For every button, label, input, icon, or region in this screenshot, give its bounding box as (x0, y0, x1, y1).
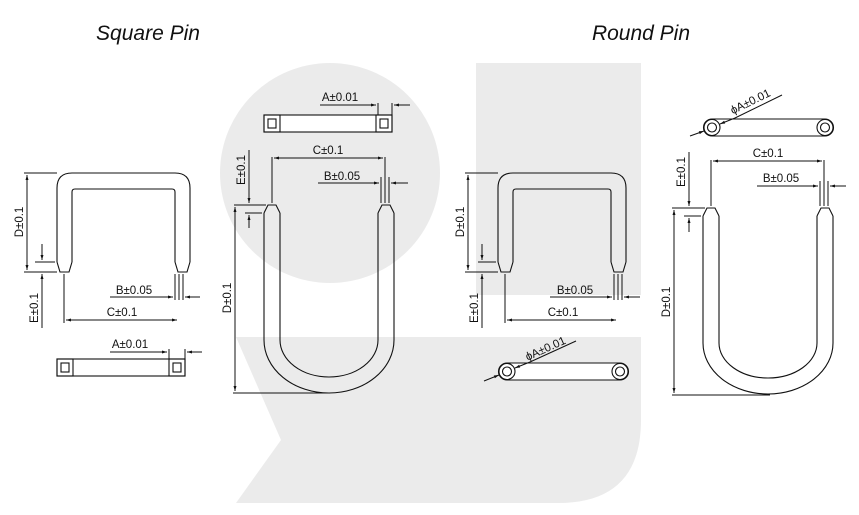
pin-tip-right (174, 261, 191, 273)
pin-outer-outline (56, 172, 191, 262)
pin-body (263, 114, 393, 133)
round-pin-short-side-view: D±0.1 E±0.1 B±0.05 C±0.1 (455, 172, 640, 328)
square-pin-title: Square Pin (96, 22, 200, 45)
dimension-c-label: C±0.1 (753, 148, 784, 160)
square-pin-short-top-view: A±0.01 (56, 339, 202, 377)
dimension-b-label: B±0.05 (763, 173, 799, 185)
pin-tip-right (816, 207, 834, 217)
square-pin-short-side-view: D±0.1 E±0.1 B±0.05 C±0.1 (14, 172, 200, 328)
dimension-d-label: D±0.1 (455, 207, 467, 238)
pin-inner-outline (718, 216, 818, 379)
dimension-d-label: D±0.1 (222, 283, 234, 314)
pin-inner-outline (512, 188, 612, 262)
dimension-b-label: B±0.05 (116, 285, 152, 297)
pin-inner-outline (279, 213, 379, 378)
dimension-b-label: B±0.05 (557, 285, 593, 297)
dimension-e-label: E±0.1 (469, 293, 481, 323)
pin-tip-left (56, 261, 73, 273)
watermark-column (476, 63, 641, 295)
pin-outer-outline (702, 216, 834, 395)
square-pin-long-side-view: C±0.1 B±0.05 E±0.1 D±0.1 (222, 145, 408, 394)
pin-tip-left (702, 207, 720, 217)
dimension-c-label: C±0.1 (313, 145, 344, 157)
square-pin-long-top-view: A±0.01 (263, 92, 410, 133)
pin-body (498, 362, 629, 381)
dimension-b-label: B±0.05 (324, 171, 360, 183)
dimension-c-label: C±0.1 (548, 307, 579, 319)
watermark-base (236, 337, 641, 503)
dimension-c-label: C±0.1 (107, 307, 138, 319)
dimension-a-label: A±0.01 (112, 339, 148, 351)
pin-tip-left (497, 261, 514, 273)
dimension-e-label: E±0.1 (676, 157, 688, 187)
dimension-d-label: D±0.1 (661, 287, 673, 318)
pin-tip-left (263, 204, 281, 214)
pin-outer-outline (497, 172, 627, 262)
pin-inner-outline (71, 188, 176, 262)
dimension-a-label: A±0.01 (322, 92, 358, 104)
pin-tip-right (610, 261, 627, 273)
round-pin-title: Round Pin (592, 22, 690, 45)
pin-body (56, 358, 186, 377)
pin-body (703, 118, 834, 137)
pin-tip-right (377, 204, 395, 214)
dimension-e-label: E±0.1 (29, 293, 41, 323)
round-pin-long-top-view: ϕA±0.01 (689, 88, 834, 137)
dimension-d-label: D±0.1 (14, 207, 26, 238)
dimension-e-label: E±0.1 (236, 155, 248, 185)
round-pin-long-side-view: C±0.1 B±0.05 E±0.1 D±0.1 (661, 148, 846, 396)
